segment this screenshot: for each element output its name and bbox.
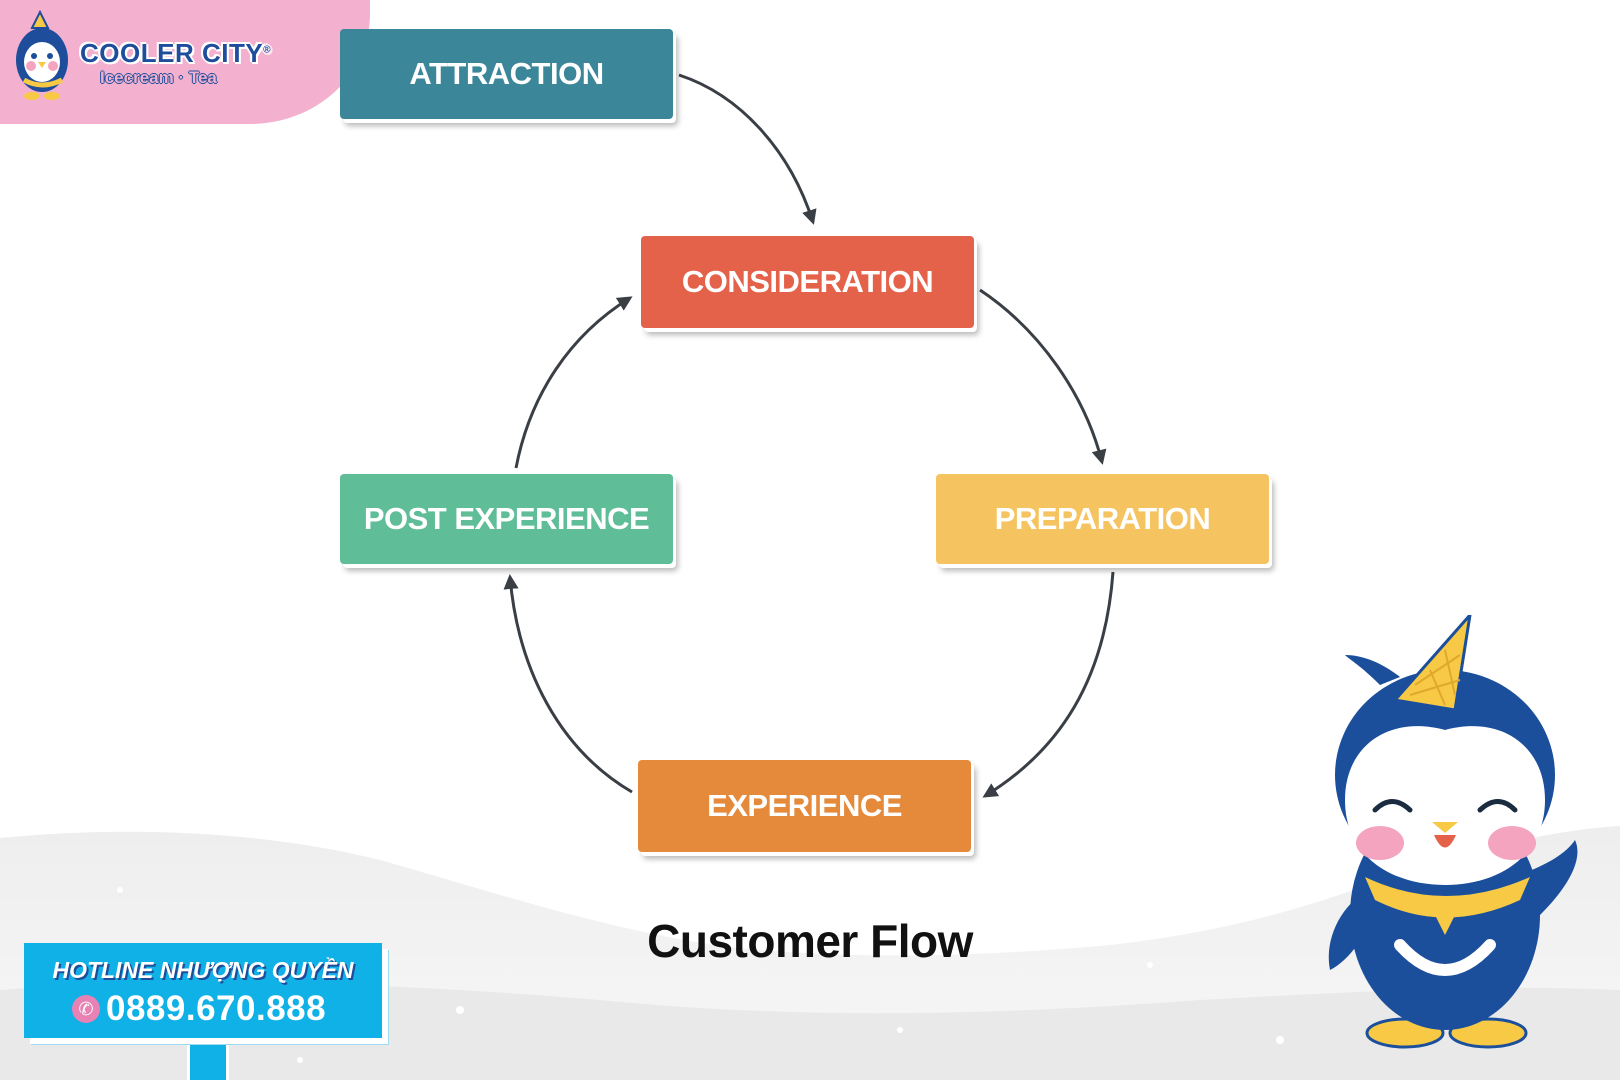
- arrow-preparation-to-experience: [982, 571, 1115, 798]
- arrow-post-experience-to-consideration: [514, 296, 633, 469]
- brand-name: COOLER CITY®: [80, 38, 272, 68]
- hotline-sign-post: [187, 1044, 229, 1080]
- stage-experience: EXPERIENCE: [638, 760, 971, 852]
- stage-consideration: CONSIDERATION: [641, 236, 974, 328]
- arrow-attraction-to-consideration: [678, 73, 817, 225]
- diagram-title: Customer Flow: [647, 915, 973, 967]
- stage-post-experience: POST EXPERIENCE: [340, 474, 673, 564]
- hotline-label: HOTLINE NHƯỢNG QUYỀN: [52, 957, 354, 983]
- hotline-sign[interactable]: HOTLINE NHƯỢNG QUYỀN ✆ 0889.670.888: [24, 943, 382, 1038]
- brand-tagline: Icecream · Tea: [100, 68, 217, 87]
- arrow-experience-to-post-experience: [503, 574, 633, 794]
- stage-preparation: PREPARATION: [936, 474, 1269, 564]
- penguin-mascot-icon: [1328, 615, 1578, 1049]
- penguin-logo-icon: [16, 10, 68, 100]
- phone-icon: ✆: [72, 995, 100, 1023]
- stage-attraction: ATTRACTION: [340, 29, 673, 119]
- arrow-consideration-to-preparation: [979, 288, 1107, 465]
- brand-logo: COOLER CITY® Icecream · Tea: [0, 0, 370, 124]
- hotline-phone-number[interactable]: 0889.670.888: [106, 989, 327, 1028]
